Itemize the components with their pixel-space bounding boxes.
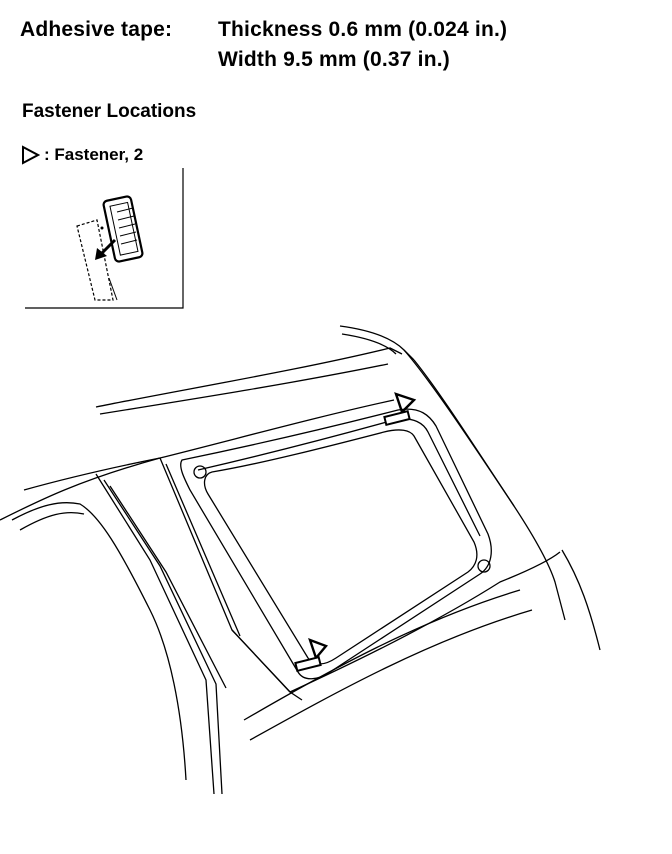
section-title: Fastener Locations — [22, 101, 197, 122]
fastener-marker-upper — [383, 392, 417, 426]
fastener-marker-lower — [294, 637, 329, 672]
arrow-icon — [95, 238, 117, 260]
adhesive-tape-label: Adhesive tape: — [20, 18, 173, 41]
fastener-legend: : Fastener, 2 — [20, 145, 143, 165]
fastener-detail-inset — [25, 168, 184, 309]
tape-thickness: Thickness 0.6 mm (0.024 in.) — [218, 18, 508, 41]
tape-width: Width 9.5 mm (0.37 in.) — [218, 48, 450, 71]
quarter-window-illustration — [0, 325, 601, 795]
fastener-clip-icon — [102, 195, 144, 263]
legend-text: : Fastener, 2 — [44, 145, 144, 164]
triangle-marker-icon — [22, 145, 40, 165]
